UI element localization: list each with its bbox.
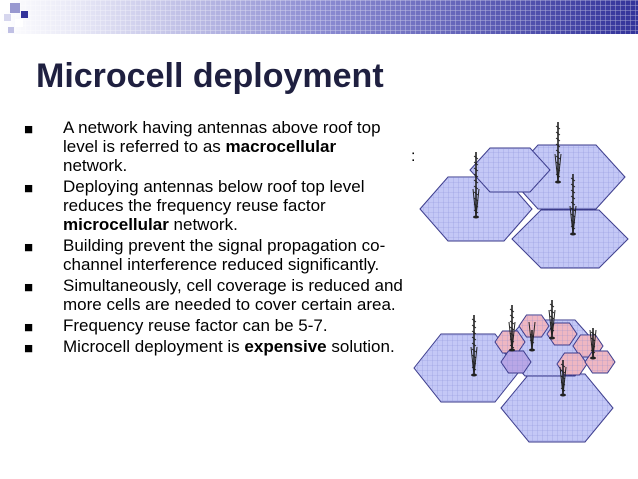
microcell-diagram bbox=[413, 300, 616, 443]
bullet-item: ■ A network having antennas above roof to… bbox=[24, 118, 404, 175]
bullet-item: ■ Deploying antennas below roof top level… bbox=[24, 177, 404, 234]
antenna-icon bbox=[470, 315, 478, 377]
bullet-text: network. bbox=[168, 215, 238, 234]
bullet-item: ■ Microcell deployment is expensive solut… bbox=[24, 337, 404, 357]
macro-cell-grid bbox=[414, 334, 522, 402]
micro-cell-grid bbox=[557, 353, 587, 375]
micro-cell-grid bbox=[495, 331, 525, 353]
antenna-icon bbox=[472, 152, 480, 219]
bullet-item: ■ Frequency reuse factor can be 5-7. bbox=[24, 316, 404, 336]
bullet-square-icon: ■ bbox=[24, 340, 34, 357]
micro-cell-grid bbox=[519, 315, 549, 337]
bullet-list: ■ A network having antennas above roof to… bbox=[24, 118, 404, 358]
antenna-icon bbox=[554, 122, 562, 184]
antenna-icon bbox=[569, 174, 577, 236]
bullet-text: Microcell deployment is bbox=[63, 337, 245, 356]
colon-mark: : bbox=[411, 148, 416, 165]
bullet-emphasis-text: expensive bbox=[244, 337, 327, 356]
antenna-icon bbox=[548, 300, 556, 340]
bullet-square-icon: ■ bbox=[24, 121, 34, 138]
bullet-item: ■ Building prevent the signal propagation… bbox=[24, 236, 404, 274]
bullet-text: solution. bbox=[326, 337, 395, 356]
antenna-icon bbox=[508, 305, 516, 352]
antenna-icon bbox=[589, 328, 597, 360]
slide-title: Microcell deployment bbox=[36, 57, 384, 95]
bullet-square-icon: ■ bbox=[24, 180, 34, 197]
bullet-emphasis-text: macrocellular bbox=[225, 137, 337, 156]
bullet-text: network. bbox=[63, 156, 128, 175]
bullet-square-icon: ■ bbox=[24, 279, 34, 296]
macrocell-diagram bbox=[419, 122, 629, 269]
bullet-text: A network having antennas above roof top… bbox=[63, 118, 381, 156]
micro-cell-grid bbox=[547, 323, 577, 345]
macro-cell-grid bbox=[501, 374, 613, 442]
header-squares-decoration bbox=[0, 0, 28, 33]
bullet-text: Frequency reuse factor can be 5-7. bbox=[63, 316, 328, 335]
bullet-text: Deploying antennas below roof top level … bbox=[63, 177, 365, 215]
bullet-item: ■ Simultaneously, cell coverage is reduce… bbox=[24, 276, 404, 314]
header-gradient-bar bbox=[0, 0, 638, 34]
bullet-square-icon: ■ bbox=[24, 239, 34, 256]
antenna-icon bbox=[528, 321, 536, 352]
bullet-text: Simultaneously, cell coverage is reduced… bbox=[63, 276, 403, 314]
macro-cell-grid bbox=[512, 210, 628, 268]
bullet-square-icon: ■ bbox=[24, 319, 34, 336]
micro-cell-grid bbox=[501, 351, 531, 373]
bullet-emphasis-text: microcellular bbox=[63, 215, 169, 234]
macro-cell-grid bbox=[470, 148, 550, 192]
antenna-icon bbox=[559, 360, 567, 397]
bullet-text: Building prevent the signal propagation … bbox=[63, 236, 386, 274]
